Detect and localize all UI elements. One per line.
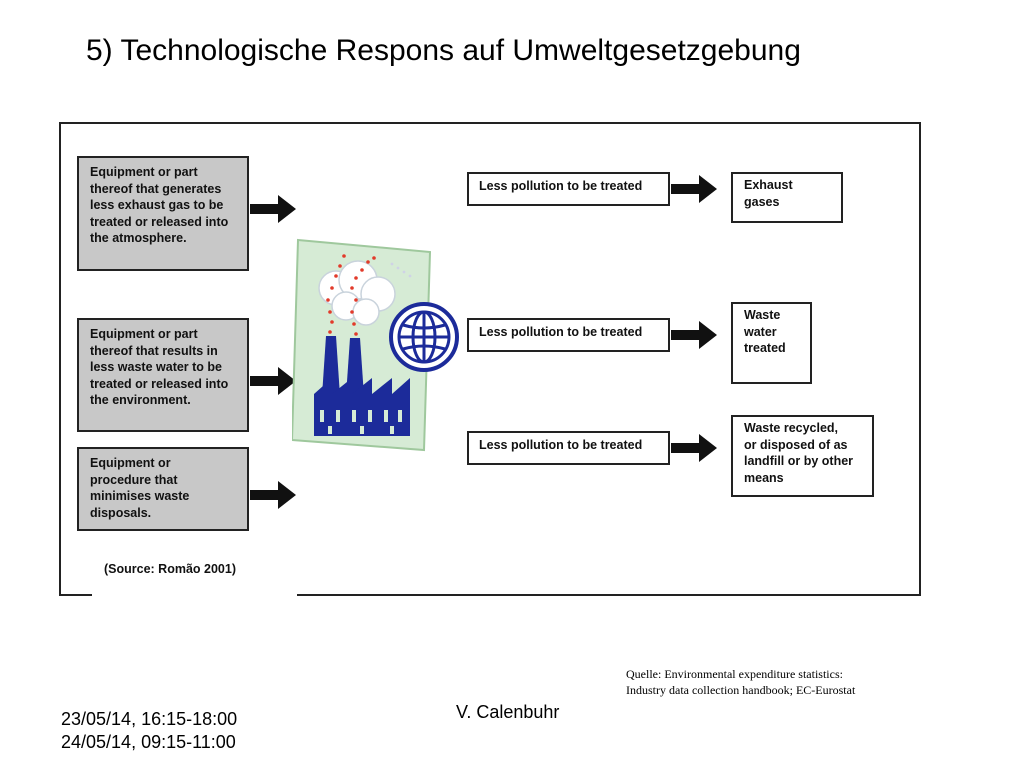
- session-dates: 23/05/14, 16:15-18:00 24/05/14, 09:15-11…: [61, 708, 237, 754]
- page-title: 5) Technologische Respons auf Umweltgese…: [86, 34, 801, 67]
- globe-icon: [389, 302, 459, 372]
- arrow-right-icon: [250, 481, 296, 509]
- pollution-box-1: Less pollution to be treated: [467, 172, 670, 206]
- date-line-1: 23/05/14, 16:15-18:00: [61, 709, 238, 729]
- arrow-right-icon: [671, 434, 717, 462]
- outcome-box-exhaust-gases: Exhaust gases: [731, 172, 843, 223]
- quelle-note: Quelle: Environmental expenditure statis…: [626, 667, 856, 697]
- pollution-box-2: Less pollution to be treated: [467, 318, 670, 352]
- equipment-box-waste-water: Equipment or part thereof that results i…: [77, 318, 249, 432]
- frame-gap: [92, 590, 297, 602]
- source-caption: (Source: Romão 2001): [104, 562, 236, 576]
- author-name: V. Calenbuhr: [456, 702, 560, 722]
- equipment-box-waste-disposal: Equipment or procedure that minimises wa…: [77, 447, 249, 531]
- equipment-box-exhaust: Equipment or part thereof that generates…: [77, 156, 249, 271]
- arrow-right-icon: [250, 195, 296, 223]
- factory-icon: [292, 238, 432, 452]
- arrow-right-icon: [671, 321, 717, 349]
- date-line-2: 24/05/14, 09:15-11:00: [61, 732, 236, 752]
- arrow-right-icon: [671, 175, 717, 203]
- pollution-box-3: Less pollution to be treated: [467, 431, 670, 465]
- outcome-box-waste-recycled: Waste recycled, or disposed of as landfi…: [731, 415, 874, 497]
- arrow-right-icon: [250, 367, 296, 395]
- outcome-box-waste-water: Waste water treated: [731, 302, 812, 384]
